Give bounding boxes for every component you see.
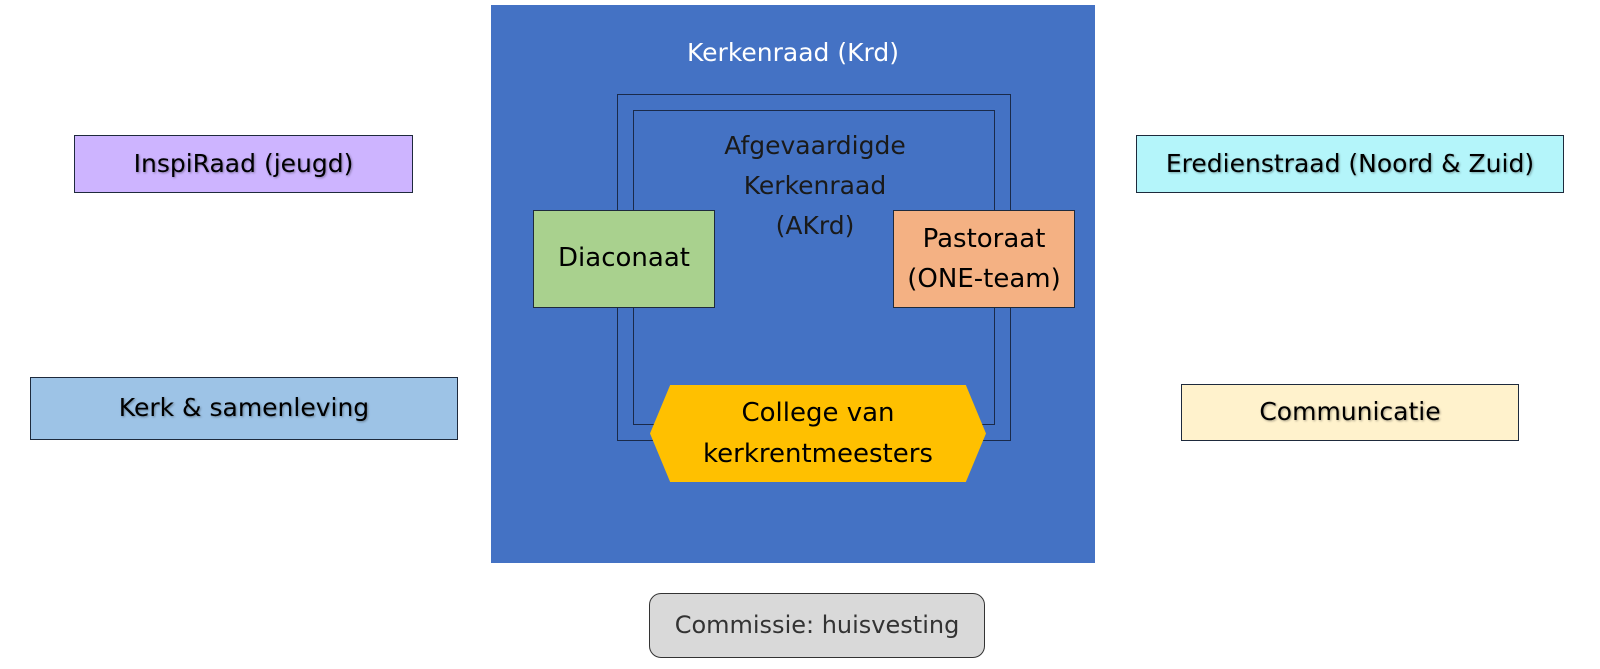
inspiraad-box: InspiRaad (jeugd) [74, 135, 413, 193]
akrd-label-line3: (AKrd) [775, 211, 855, 240]
eredienstraad-label: Eredienstraad (Noord & Zuid) [1165, 148, 1535, 178]
college-label-line2: kerkrentmeesters [703, 438, 933, 469]
communicatie-label: Communicatie [1259, 397, 1441, 427]
inspiraad-label: InspiRaad (jeugd) [133, 148, 354, 178]
kerk-samenleving-label: Kerk & samenleving [118, 393, 370, 423]
pastoraat-label-line1: Pastoraat [922, 223, 1046, 254]
pastoraat-box: Pastoraat (ONE-team) [893, 210, 1075, 308]
college-hexagon: College van kerkrentmeesters [650, 385, 986, 482]
akrd-label-line2: Kerkenraad [743, 171, 887, 200]
kerkenraad-title: Kerkenraad (Krd) [687, 38, 899, 67]
akrd-label-line1: Afgevaardigde [724, 131, 906, 160]
commissie-huisvesting-box: Commissie: huisvesting [649, 593, 985, 658]
akrd-label: Afgevaardigde Kerkenraad (AKrd) [690, 126, 940, 246]
pastoraat-label-line2: (ONE-team) [907, 264, 1061, 294]
kerk-samenleving-box: Kerk & samenleving [30, 377, 458, 440]
communicatie-box: Communicatie [1181, 384, 1519, 441]
diaconaat-box: Diaconaat [533, 210, 715, 308]
commissie-label: Commissie: huisvesting [674, 610, 960, 639]
diaconaat-label: Diaconaat [558, 243, 690, 274]
college-label-line1: College van [741, 398, 895, 429]
eredienstraad-box: Eredienstraad (Noord & Zuid) [1136, 135, 1564, 193]
